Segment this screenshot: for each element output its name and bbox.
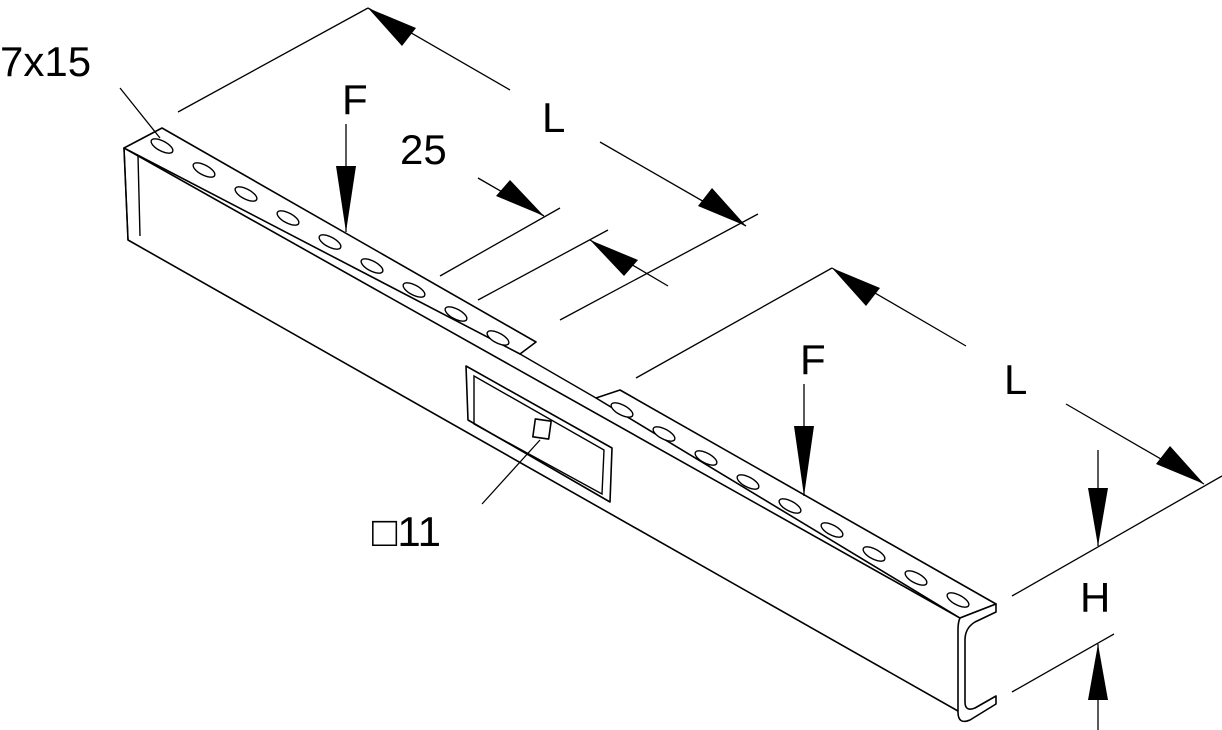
slots-left [150,138,510,346]
dimension-height [1011,450,1115,730]
slots-right [610,402,970,608]
force-arrow-left [336,124,356,232]
label-gap: 25 [400,126,447,173]
leader-hole [481,439,541,505]
force-arrow-right [794,384,814,496]
profile-end [957,603,997,723]
label-force-left: F [342,76,368,123]
label-height: H [1080,574,1110,621]
leader-slot [119,87,161,139]
dimension-length-top [177,7,759,321]
label-length-right: L [1004,356,1027,403]
profile-rail [123,127,997,723]
label-hole: □11 [372,508,441,555]
label-length-top: L [542,94,565,141]
label-force-right: F [800,336,826,383]
dimension-length-right [635,267,1222,597]
dimension-gap [439,177,669,301]
label-slot-size: 7x15 [0,38,91,85]
square-hole [532,418,552,440]
